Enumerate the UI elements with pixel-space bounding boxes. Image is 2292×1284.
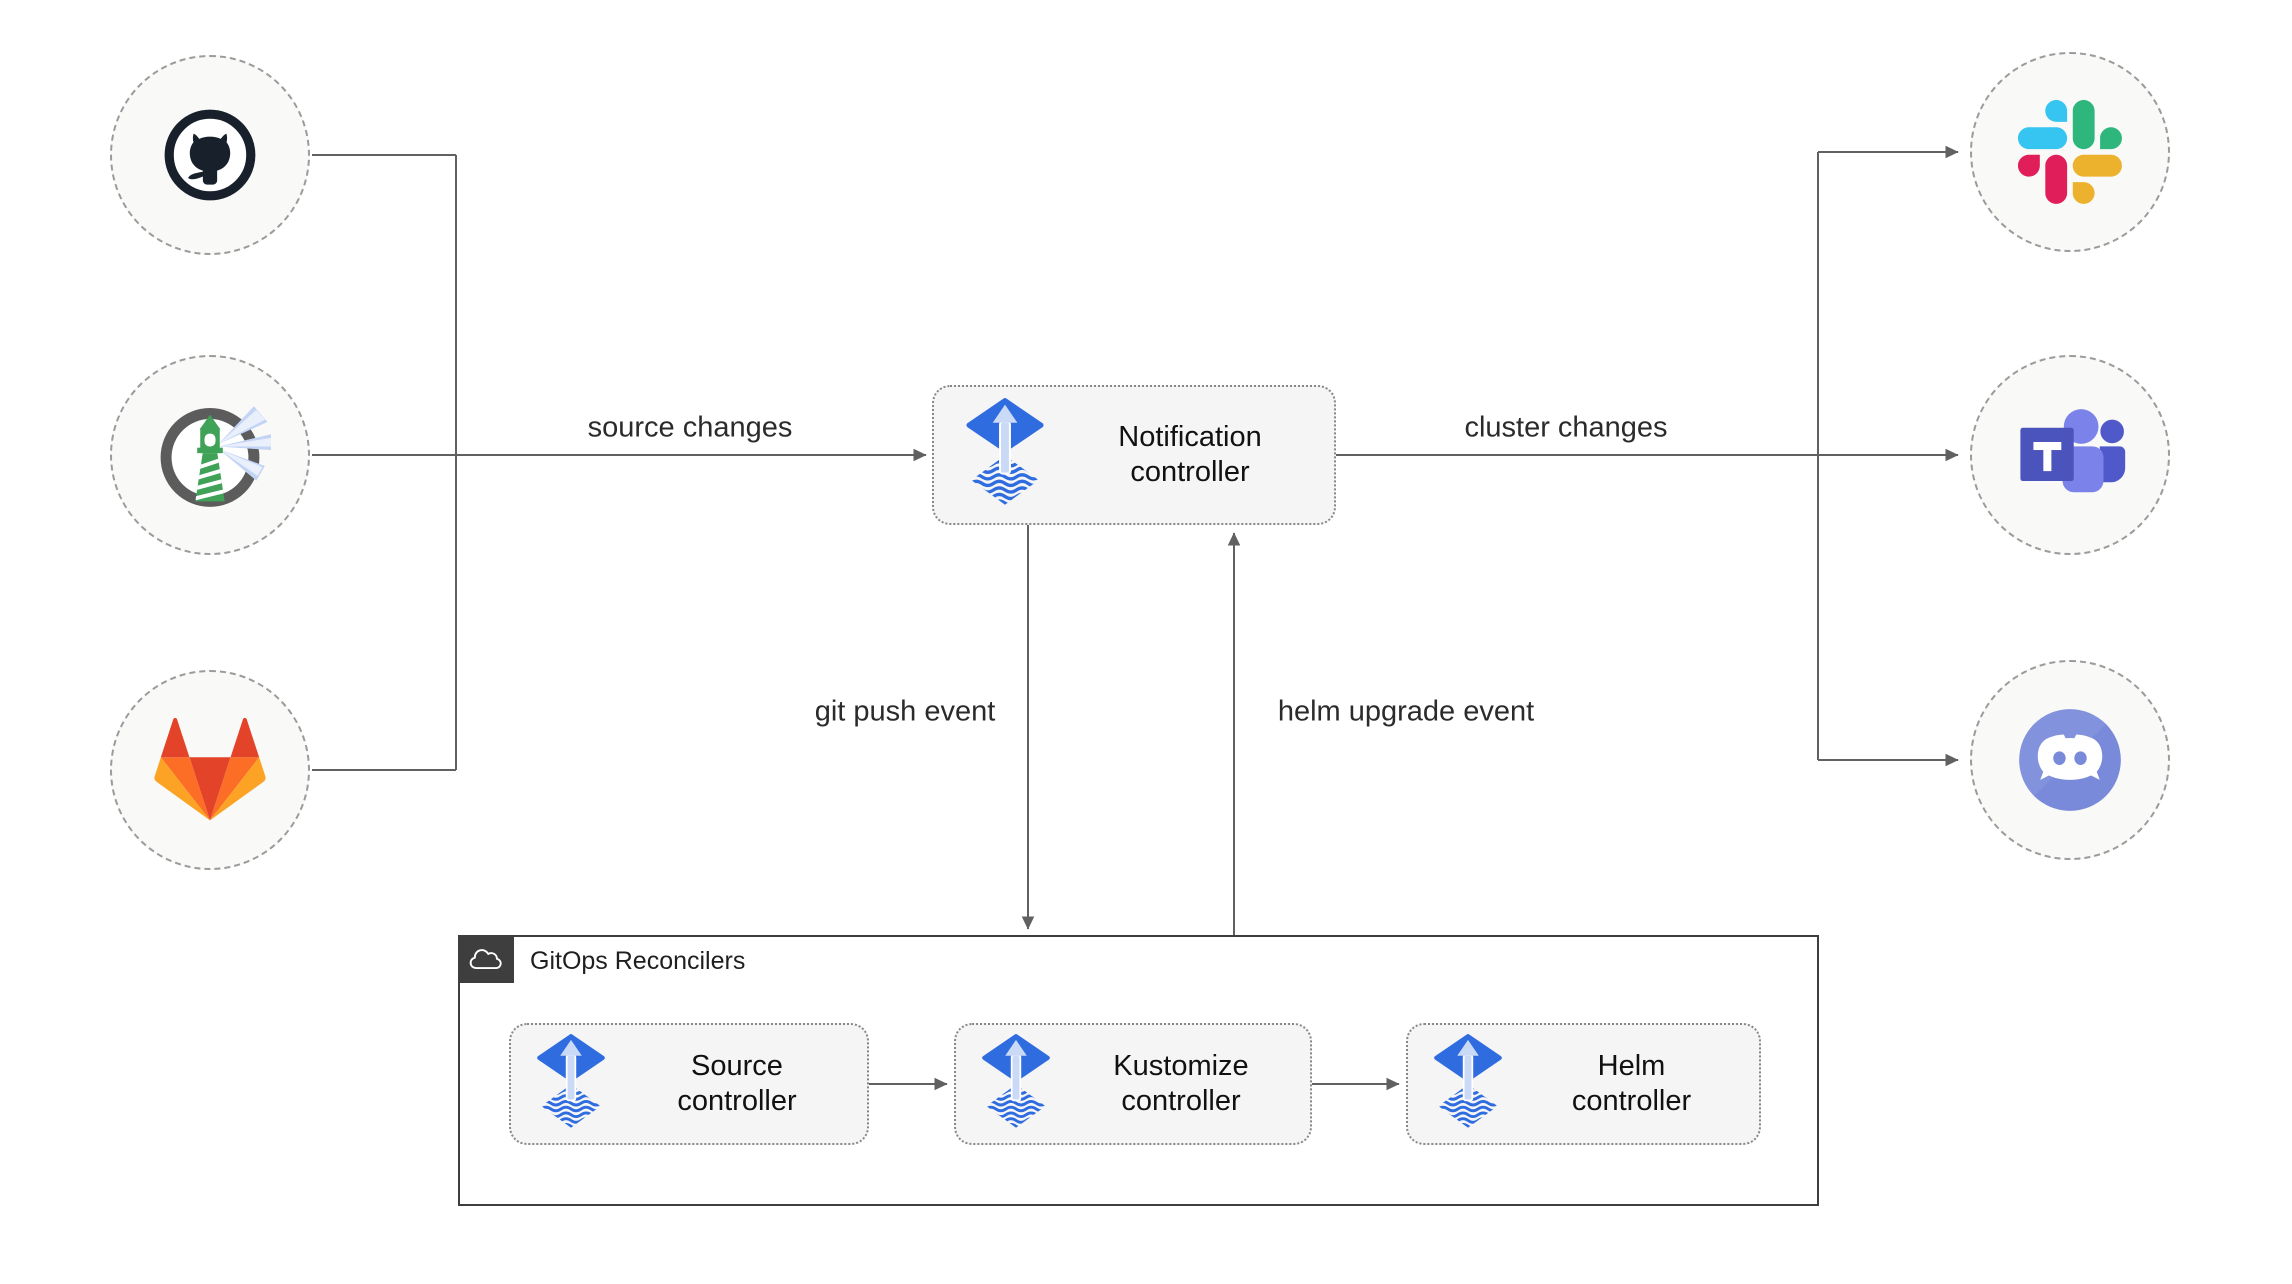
- discord-node: [1970, 660, 2170, 860]
- container-badge: [458, 935, 514, 983]
- edge-label-helm-upgrade-event: helm upgrade event: [1271, 695, 1541, 729]
- edge-label-git-push-event: git push event: [808, 695, 1002, 729]
- harbor-node: [110, 355, 310, 555]
- notification-controller-label: Notification controller: [1118, 421, 1262, 488]
- helm-controller-label: Helm controller: [1571, 1050, 1692, 1117]
- harbor-icon: [149, 394, 271, 516]
- kustomize-controller-label: Kustomize controller: [1113, 1050, 1249, 1117]
- github-node: [110, 55, 310, 255]
- teams-icon: [2008, 393, 2132, 517]
- gitlab-icon: [154, 714, 266, 826]
- slack-node: [1970, 52, 2170, 252]
- source-controller-label: Source controller: [677, 1050, 797, 1117]
- kustomize-controller-node: Kustomize controller: [954, 1023, 1312, 1145]
- flux-icon: [980, 1034, 1052, 1135]
- flux-icon: [535, 1034, 607, 1135]
- github-icon: [159, 104, 261, 206]
- slack-icon: [2018, 100, 2122, 204]
- edge-label-cluster-changes: cluster changes: [1458, 411, 1674, 445]
- cloud-icon: [467, 945, 505, 974]
- flux-icon: [1432, 1034, 1504, 1135]
- gitlab-node: [110, 670, 310, 870]
- source-controller-node: Source controller: [509, 1023, 869, 1145]
- teams-node: [1970, 355, 2170, 555]
- gitops-reconcilers-container: GitOps Reconcilers: [458, 935, 1819, 1206]
- left-bus-line: [312, 154, 457, 771]
- notification-controller-node: Notification controller: [932, 385, 1336, 525]
- discord-icon: [2008, 698, 2132, 822]
- helm-controller-node: Helm controller: [1406, 1023, 1761, 1145]
- flux-icon: [964, 398, 1046, 513]
- gitops-reconcilers-label: GitOps Reconcilers: [530, 947, 746, 975]
- edge-label-source-changes: source changes: [581, 411, 799, 445]
